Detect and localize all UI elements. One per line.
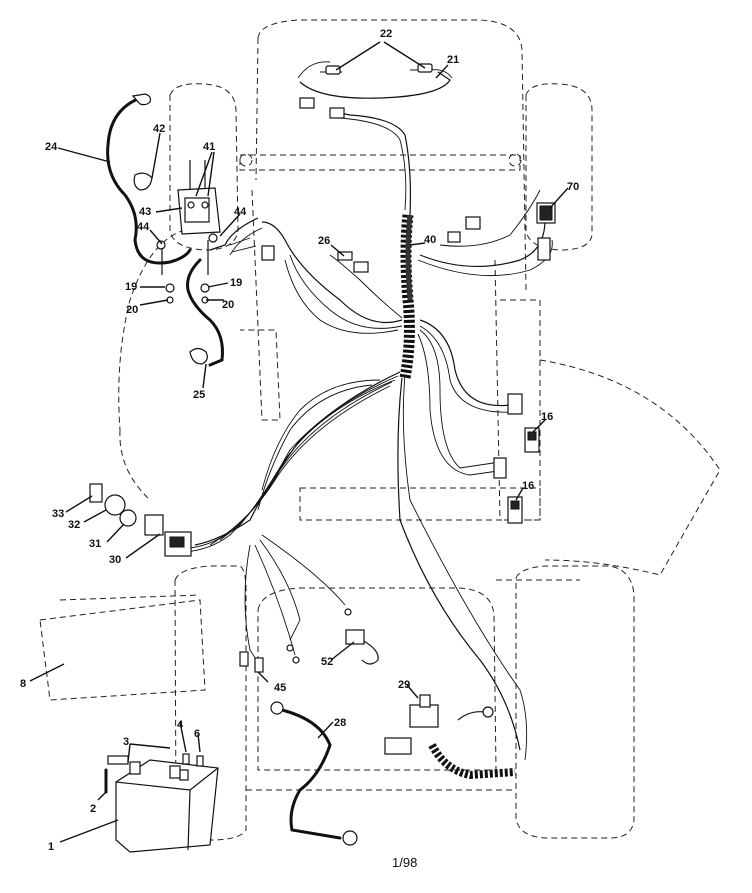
main-harness-conduit xyxy=(399,214,415,379)
terminal-28-bottom xyxy=(342,830,358,846)
callout-52: 52 xyxy=(321,656,333,668)
headlight-sockets xyxy=(299,63,433,119)
callout-33: 33 xyxy=(52,508,64,520)
callout-labels: 22 21 24 42 41 43 44 44 70 26 40 19 19 2… xyxy=(20,28,579,853)
terminal-28-top xyxy=(270,701,284,715)
wire-52 xyxy=(361,639,379,665)
part-52 xyxy=(345,629,365,645)
callout-20-right: 20 xyxy=(222,299,234,311)
callout-43: 43 xyxy=(139,206,151,218)
relay-26 xyxy=(337,251,369,273)
callout-44-left: 44 xyxy=(137,221,150,233)
callout-70: 70 xyxy=(567,181,579,193)
battery-hardware xyxy=(104,743,204,794)
switch-29 xyxy=(384,694,439,755)
terminal-24-ring xyxy=(131,93,152,106)
callout-40: 40 xyxy=(424,234,436,246)
callout-22: 22 xyxy=(380,28,392,40)
callout-24: 24 xyxy=(45,141,58,153)
callout-32: 32 xyxy=(68,519,80,531)
connector-70 xyxy=(447,202,556,261)
terminal-25-ring xyxy=(189,347,208,365)
callout-2: 2 xyxy=(90,803,96,815)
callout-25: 25 xyxy=(193,389,205,401)
callout-41: 41 xyxy=(203,141,215,153)
callout-19-right: 19 xyxy=(230,277,242,289)
callout-45: 45 xyxy=(274,682,286,694)
callout-4: 4 xyxy=(177,719,184,731)
callout-44-right: 44 xyxy=(234,206,247,218)
callout-16-lower: 16 xyxy=(522,480,534,492)
cable-25 xyxy=(186,258,224,367)
callout-29: 29 xyxy=(398,679,410,691)
ignition-switch xyxy=(89,483,192,557)
terminals-45 xyxy=(239,608,352,673)
leader-lines xyxy=(29,41,569,843)
tractor-outline xyxy=(39,19,721,841)
callout-20-left: 20 xyxy=(126,304,138,316)
battery xyxy=(115,759,219,853)
callout-21: 21 xyxy=(447,54,459,66)
connector-16-lower xyxy=(493,457,523,524)
cable-28 xyxy=(280,708,342,840)
callout-30: 30 xyxy=(109,554,121,566)
starter-solenoid xyxy=(133,160,275,304)
callout-19-left: 19 xyxy=(125,281,137,293)
callout-1: 1 xyxy=(48,841,54,853)
callout-6: 6 xyxy=(194,728,200,740)
cable-24 xyxy=(106,96,192,265)
callout-16-upper: 16 xyxy=(541,411,553,423)
callout-28: 28 xyxy=(334,717,346,729)
callout-26: 26 xyxy=(318,235,330,247)
callout-3: 3 xyxy=(123,736,129,748)
callout-42: 42 xyxy=(153,123,165,135)
callout-8: 8 xyxy=(20,678,26,690)
callout-31: 31 xyxy=(89,538,101,550)
connector-16-upper xyxy=(507,393,540,453)
footer-date: 1/98 xyxy=(392,855,417,870)
terminal-29-ring xyxy=(482,706,494,718)
harness-wires xyxy=(184,61,553,761)
